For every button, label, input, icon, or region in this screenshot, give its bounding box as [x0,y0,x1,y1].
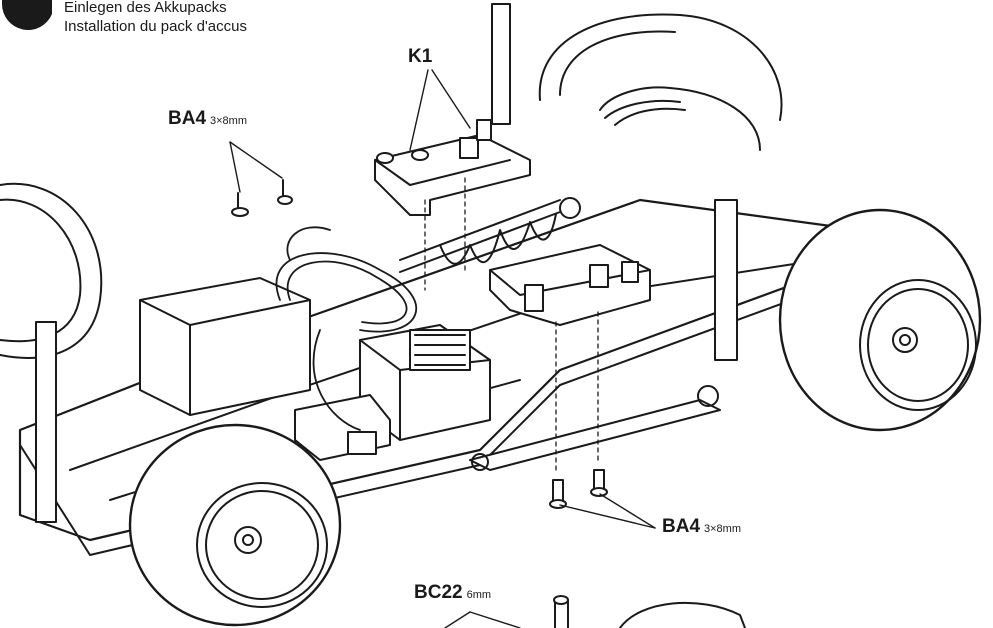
screw-ba4-top-right [277,179,293,205]
label-ba4-top-size: 3×8mm [210,115,248,127]
damper-spring [399,197,581,273]
front-right-tire-partial [619,601,746,628]
step-title-de: Einlegen des Akkupacks [64,0,227,16]
label-bc22-part: BC22 [414,582,463,603]
screw-ba4-bottom-left [549,479,567,509]
screw-ba4-top-left [231,192,249,217]
assembly-guide-lines [424,177,599,471]
front-left-bottom-tire [128,423,342,627]
body-post-front [35,321,57,523]
step-title: Einlegen des Akkupacks Installation du p… [64,0,247,36]
step-title-fr: Installation du pack d'accus [64,18,247,35]
label-ba4-bottom-part: BA4 [662,516,701,537]
label-ba4-top-part: BA4 [168,108,207,129]
suspension-arm [469,385,721,471]
label-k1: K1 [408,46,433,67]
leader-lines [229,69,656,628]
label-ba4-bottom-size: 3×8mm [704,523,742,535]
screw-bc22 [553,595,569,628]
receiver-block [359,324,491,441]
rear-right-top-tire [538,13,783,151]
screw-ba4-bottom-right [590,469,608,497]
switch-unit [294,394,391,461]
wiring-harness [275,226,418,431]
k1-bracket-front [374,119,531,216]
body-post-rear [491,3,738,361]
rear-right-tire [778,208,982,432]
k1-bracket-rear [489,244,651,326]
battery-compartment [139,277,311,416]
label-bc22-size: 6mm [466,589,492,601]
step-badge [2,0,52,30]
